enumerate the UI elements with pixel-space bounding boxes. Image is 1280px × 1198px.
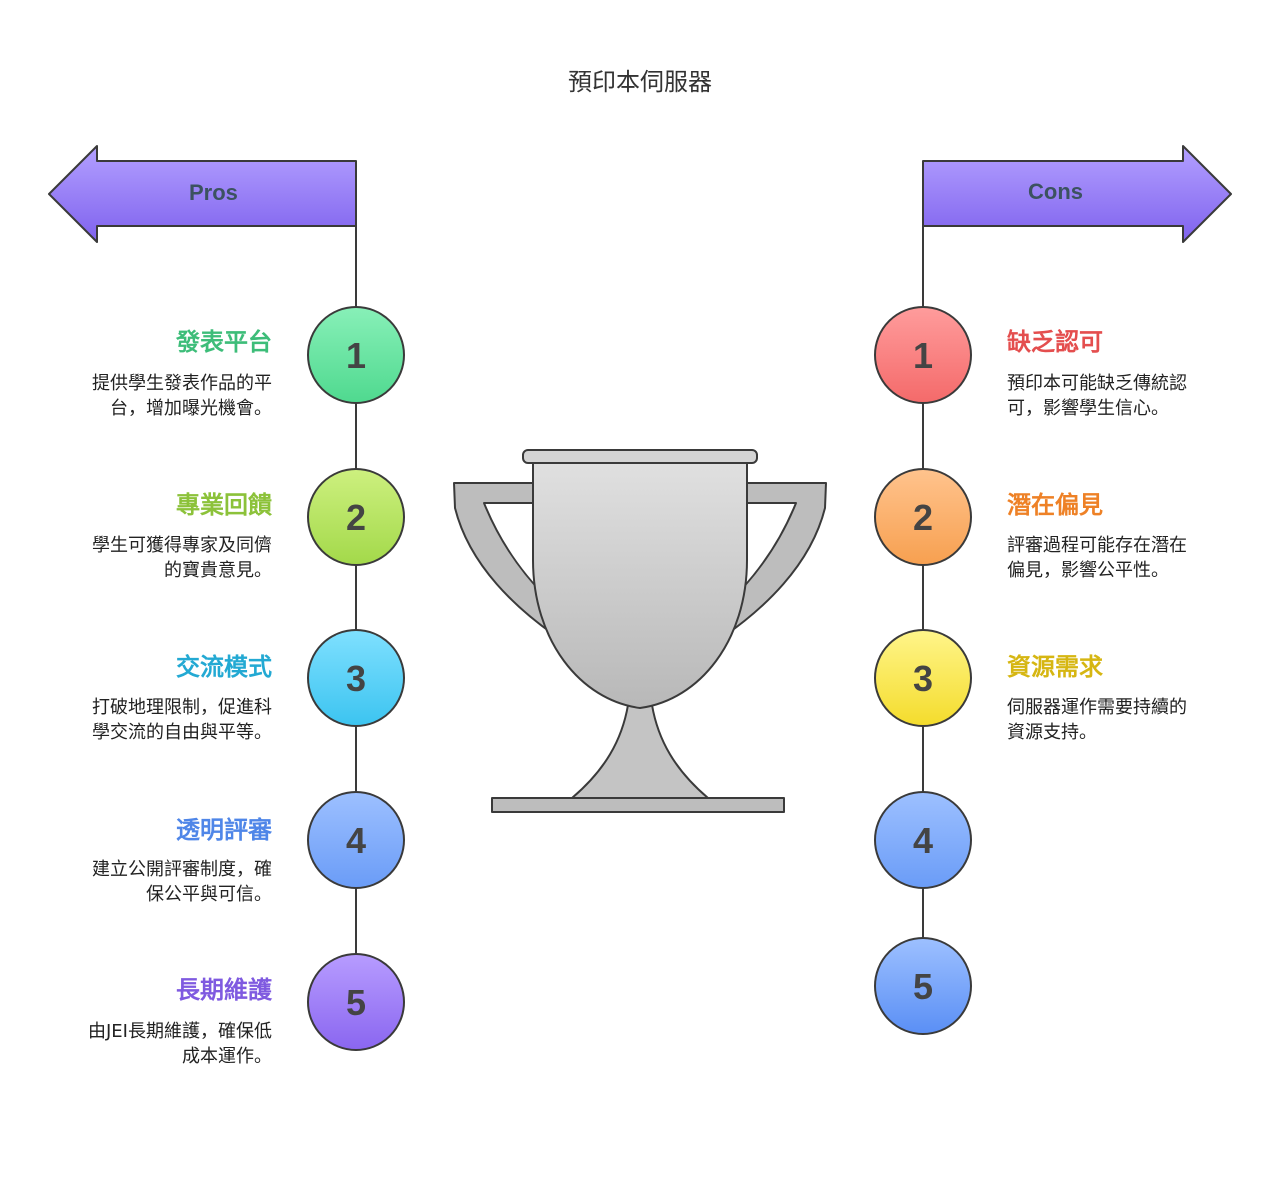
pro-desc-4: 建立公開評審制度，確保公平與可信。 — [92, 859, 272, 905]
pros-step-number-5: 5 — [346, 982, 366, 1023]
pro-title-3: 交流模式 — [176, 653, 272, 681]
cons-step-number-1: 1 — [913, 335, 933, 376]
pros-step-number-4: 4 — [346, 820, 366, 861]
pro-title-5: 長期維護 — [176, 976, 272, 1004]
trophy-icon — [453, 449, 827, 813]
cons-step-circle-2 — [874, 468, 972, 566]
con-title-3: 資源需求 — [1007, 653, 1103, 681]
con-desc-1: 預印本可能缺乏傳統認可，影響學生信心。 — [1007, 373, 1187, 419]
con-desc-3: 伺服器運作需要持續的資源支持。 — [1007, 697, 1187, 743]
pros-label: Pros — [189, 180, 238, 205]
cons-step-circle-3 — [874, 629, 972, 727]
pros-step-circle-1 — [307, 306, 405, 404]
pro-desc-3: 打破地理限制，促進科學交流的自由與平等。 — [92, 697, 272, 743]
pros-step-circle-3 — [307, 629, 405, 727]
pro-desc-5: 由JEI長期維護，確保低成本運作。 — [88, 1021, 272, 1067]
pros-step-circle-5 — [307, 953, 405, 1051]
pros-step-circle-2 — [307, 468, 405, 566]
pro-desc-1: 提供學生發表作品的平台，增加曝光機會。 — [92, 373, 272, 419]
pro-title-4: 透明評審 — [176, 816, 272, 844]
cons-step-circle-4 — [874, 791, 972, 889]
cons-step-circle-5 — [874, 937, 972, 1035]
con-title-2: 潛在偏見 — [1007, 491, 1103, 519]
page-title: 預印本伺服器 — [568, 68, 712, 96]
cons-step-circle-1 — [874, 306, 972, 404]
pro-title-2: 專業回饋 — [176, 491, 272, 519]
con-desc-2: 評審過程可能存在潛在偏見，影響公平性。 — [1007, 535, 1187, 581]
pro-desc-2: 學生可獲得專家及同儕的寶貴意見。 — [92, 535, 272, 581]
cons-step-number-4: 4 — [913, 820, 933, 861]
pros-step-circle-4 — [307, 791, 405, 889]
cons-step-number-3: 3 — [913, 658, 933, 699]
pros-step-number-3: 3 — [346, 658, 366, 699]
cons-label: Cons — [1028, 179, 1083, 204]
arrow-right-icon — [922, 145, 1232, 243]
pros-step-number-1: 1 — [346, 335, 366, 376]
cons-step-number-5: 5 — [913, 966, 933, 1007]
arrow-left-icon — [48, 145, 357, 243]
cons-step-number-2: 2 — [913, 497, 933, 538]
pros-step-number-2: 2 — [346, 497, 366, 538]
con-title-1: 缺乏認可 — [1007, 328, 1103, 356]
pro-title-1: 發表平台 — [176, 328, 272, 356]
